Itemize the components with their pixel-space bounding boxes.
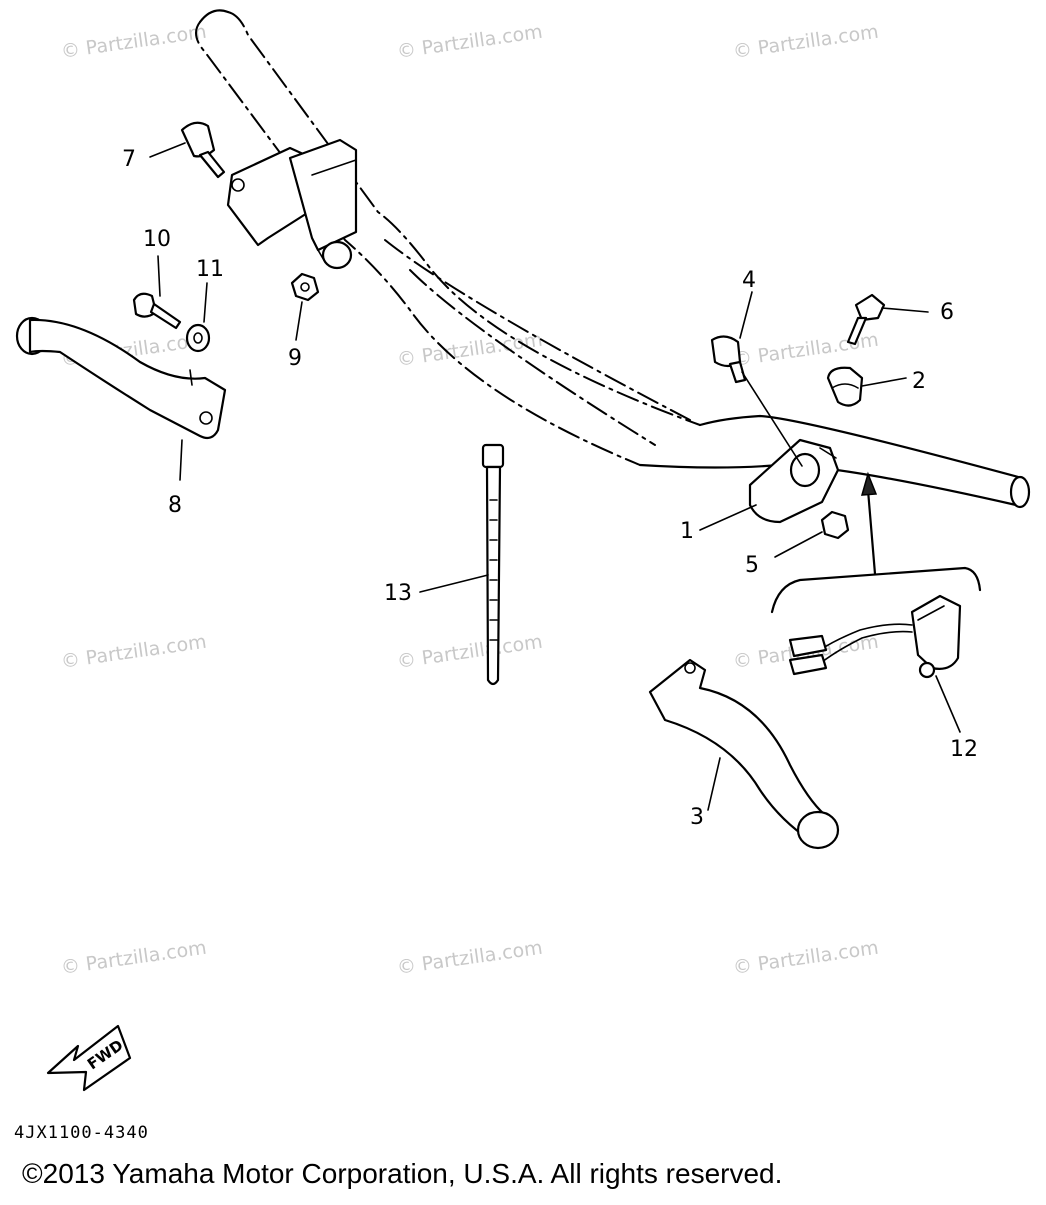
diagram-code: 4JX1100-4340 [14,1123,149,1143]
callout-labels: 7 10 11 9 8 13 1 5 4 2 6 12 3 [122,147,978,830]
lever-holder-1 [748,438,840,524]
watermark: © Partzilla.com [60,21,208,63]
collar-11 [185,323,211,353]
leader-lines [149,142,961,811]
switch-12 [788,594,962,679]
fwd-arrow: FWD [46,1024,132,1092]
watermark: © Partzilla.com [60,631,208,673]
callout-8: 7 [122,147,136,172]
watermark: © Partzilla.com [396,937,544,979]
bolt-6 [846,293,886,346]
callout-5: 5 [745,553,759,578]
watermark: © Partzilla.com [732,937,880,979]
bolt-8 [180,121,226,179]
cable-tie-13 [481,443,505,686]
watermark: © Partzilla.com [396,631,544,673]
callout-1: 1 [680,519,694,544]
copyright-text: ©2013 Yamaha Motor Corporation, U.S.A. A… [22,1158,782,1189]
callout-12: 12 [950,737,978,762]
master-cylinder [226,138,358,270]
watermark: © Partzilla.com [732,21,880,63]
callout-11: 11 [196,257,224,282]
callout-9: 9 [288,346,302,371]
watermark: © Partzilla.com [60,937,208,979]
clamp-2 [826,366,864,407]
callout-13: 13 [384,581,412,606]
handlebar-outline [195,9,1031,509]
callout-2: 2 [912,369,926,394]
callout-6: 6 [940,300,954,325]
brake-lever-7 [15,316,227,440]
grouping-bracket [770,471,982,614]
watermark: © Partzilla.com [396,21,544,63]
callout-4: 4 [742,268,756,293]
callout-10: 10 [143,227,171,252]
bolt-10 [132,292,182,330]
nut-9 [290,272,320,302]
bolt-4 [710,335,747,384]
callout-3: 3 [690,805,704,830]
watermark: © Partzilla.com [396,329,544,371]
callout-7: 8 [168,493,182,518]
nut-5 [820,510,850,540]
clutch-lever-3 [648,658,840,850]
